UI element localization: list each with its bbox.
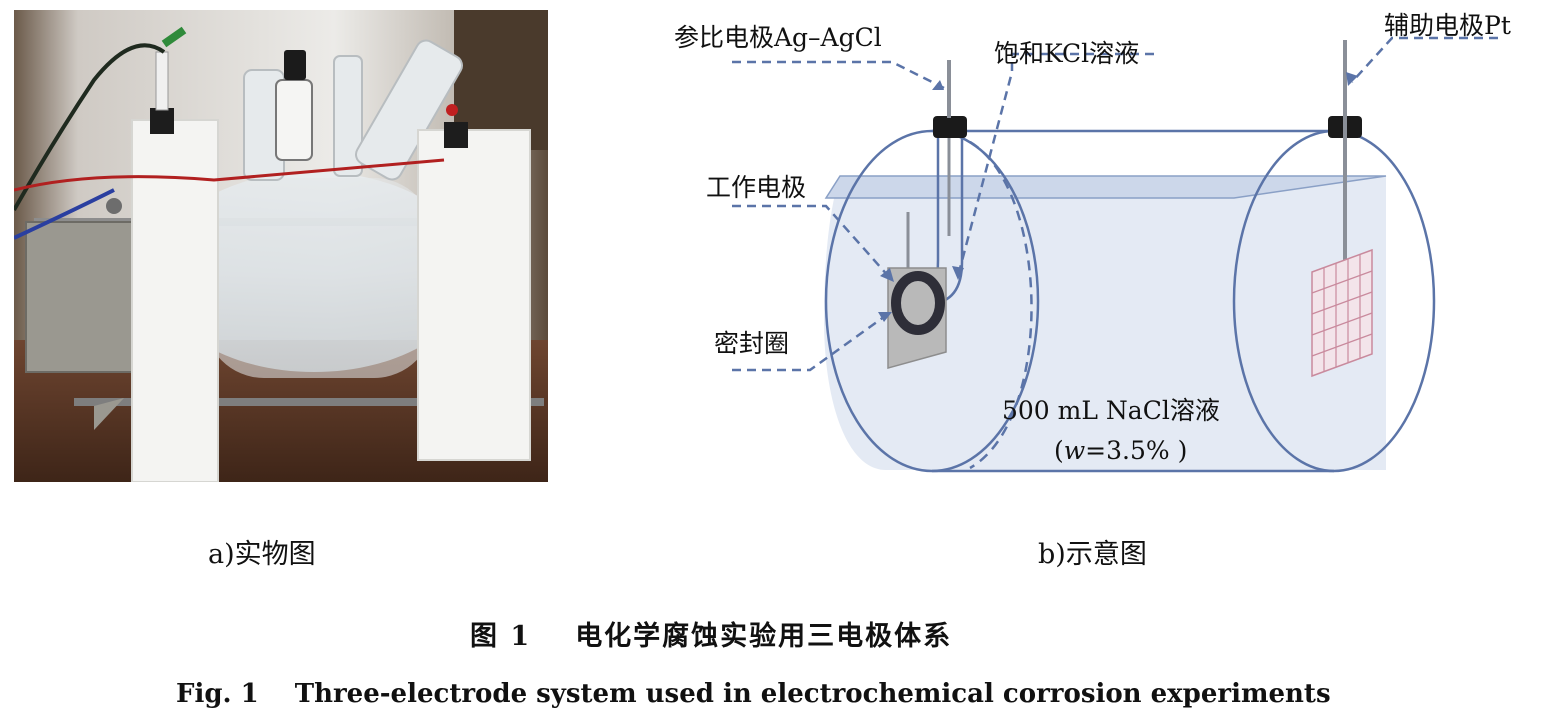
arrowhead-seal <box>878 312 892 322</box>
label-counter-electrode: 辅助电极Pt <box>1384 11 1511 40</box>
leader-line-kcl <box>956 52 1154 277</box>
caption-zh: 图 1 电化学腐蚀实验用三电极体系 <box>470 620 952 654</box>
label-solution-volume: 500 mL NaCl溶液 <box>1002 396 1220 425</box>
label-reference-electrode: 参比电极Ag–AgCl <box>674 23 882 52</box>
concentration-symbol: w <box>1063 436 1086 465</box>
solution-fill <box>824 176 1386 470</box>
leader-line-seal <box>732 312 889 372</box>
concentration-open-paren: ( <box>1054 436 1064 465</box>
arrowhead-working <box>880 268 894 282</box>
solution-surface <box>824 175 1387 199</box>
arrowhead-reference <box>932 80 944 90</box>
caption-zh-number: 图 1 <box>470 621 532 652</box>
schematic-panel: 参比电极Ag–AgCl 饱和KCl溶液 辅助电极Pt 工作电极 密封圈 500 … <box>640 0 1552 500</box>
label-solution-concentration: (w=3.5% ) <box>1054 436 1187 466</box>
concentration-value: =3.5% ) <box>1085 436 1188 465</box>
leader-line-working <box>732 204 891 279</box>
platinum-mesh-icon <box>1311 248 1373 378</box>
apparatus-photo <box>14 10 548 482</box>
reference-electrode-cap <box>933 116 967 138</box>
photo-panel <box>14 10 548 482</box>
caption-en-title: Three-electrode system used in electroch… <box>294 679 1331 709</box>
caption-en: Fig. 1 Three-electrode system used in ele… <box>176 678 1331 710</box>
label-seal-ring: 密封圈 <box>714 329 790 358</box>
arrowhead-kcl <box>952 266 964 280</box>
leader-line-counter <box>1351 36 1498 83</box>
label-working-electrode: 工作电极 <box>706 173 807 202</box>
caption-zh-title: 电化学腐蚀实验用三电极体系 <box>575 621 953 652</box>
arrowhead-counter <box>1346 72 1358 86</box>
subcaption-a: a)实物图 <box>208 539 316 570</box>
seal-ring-icon <box>891 271 945 335</box>
caption-en-number: Fig. 1 <box>176 679 259 709</box>
subcaption-b: b)示意图 <box>1038 539 1147 570</box>
leader-line-reference <box>732 60 945 90</box>
label-saturated-kcl: 饱和KCl溶液 <box>994 39 1140 68</box>
cell-hidden-edge <box>969 140 1033 470</box>
cell-diagram <box>732 36 1498 473</box>
